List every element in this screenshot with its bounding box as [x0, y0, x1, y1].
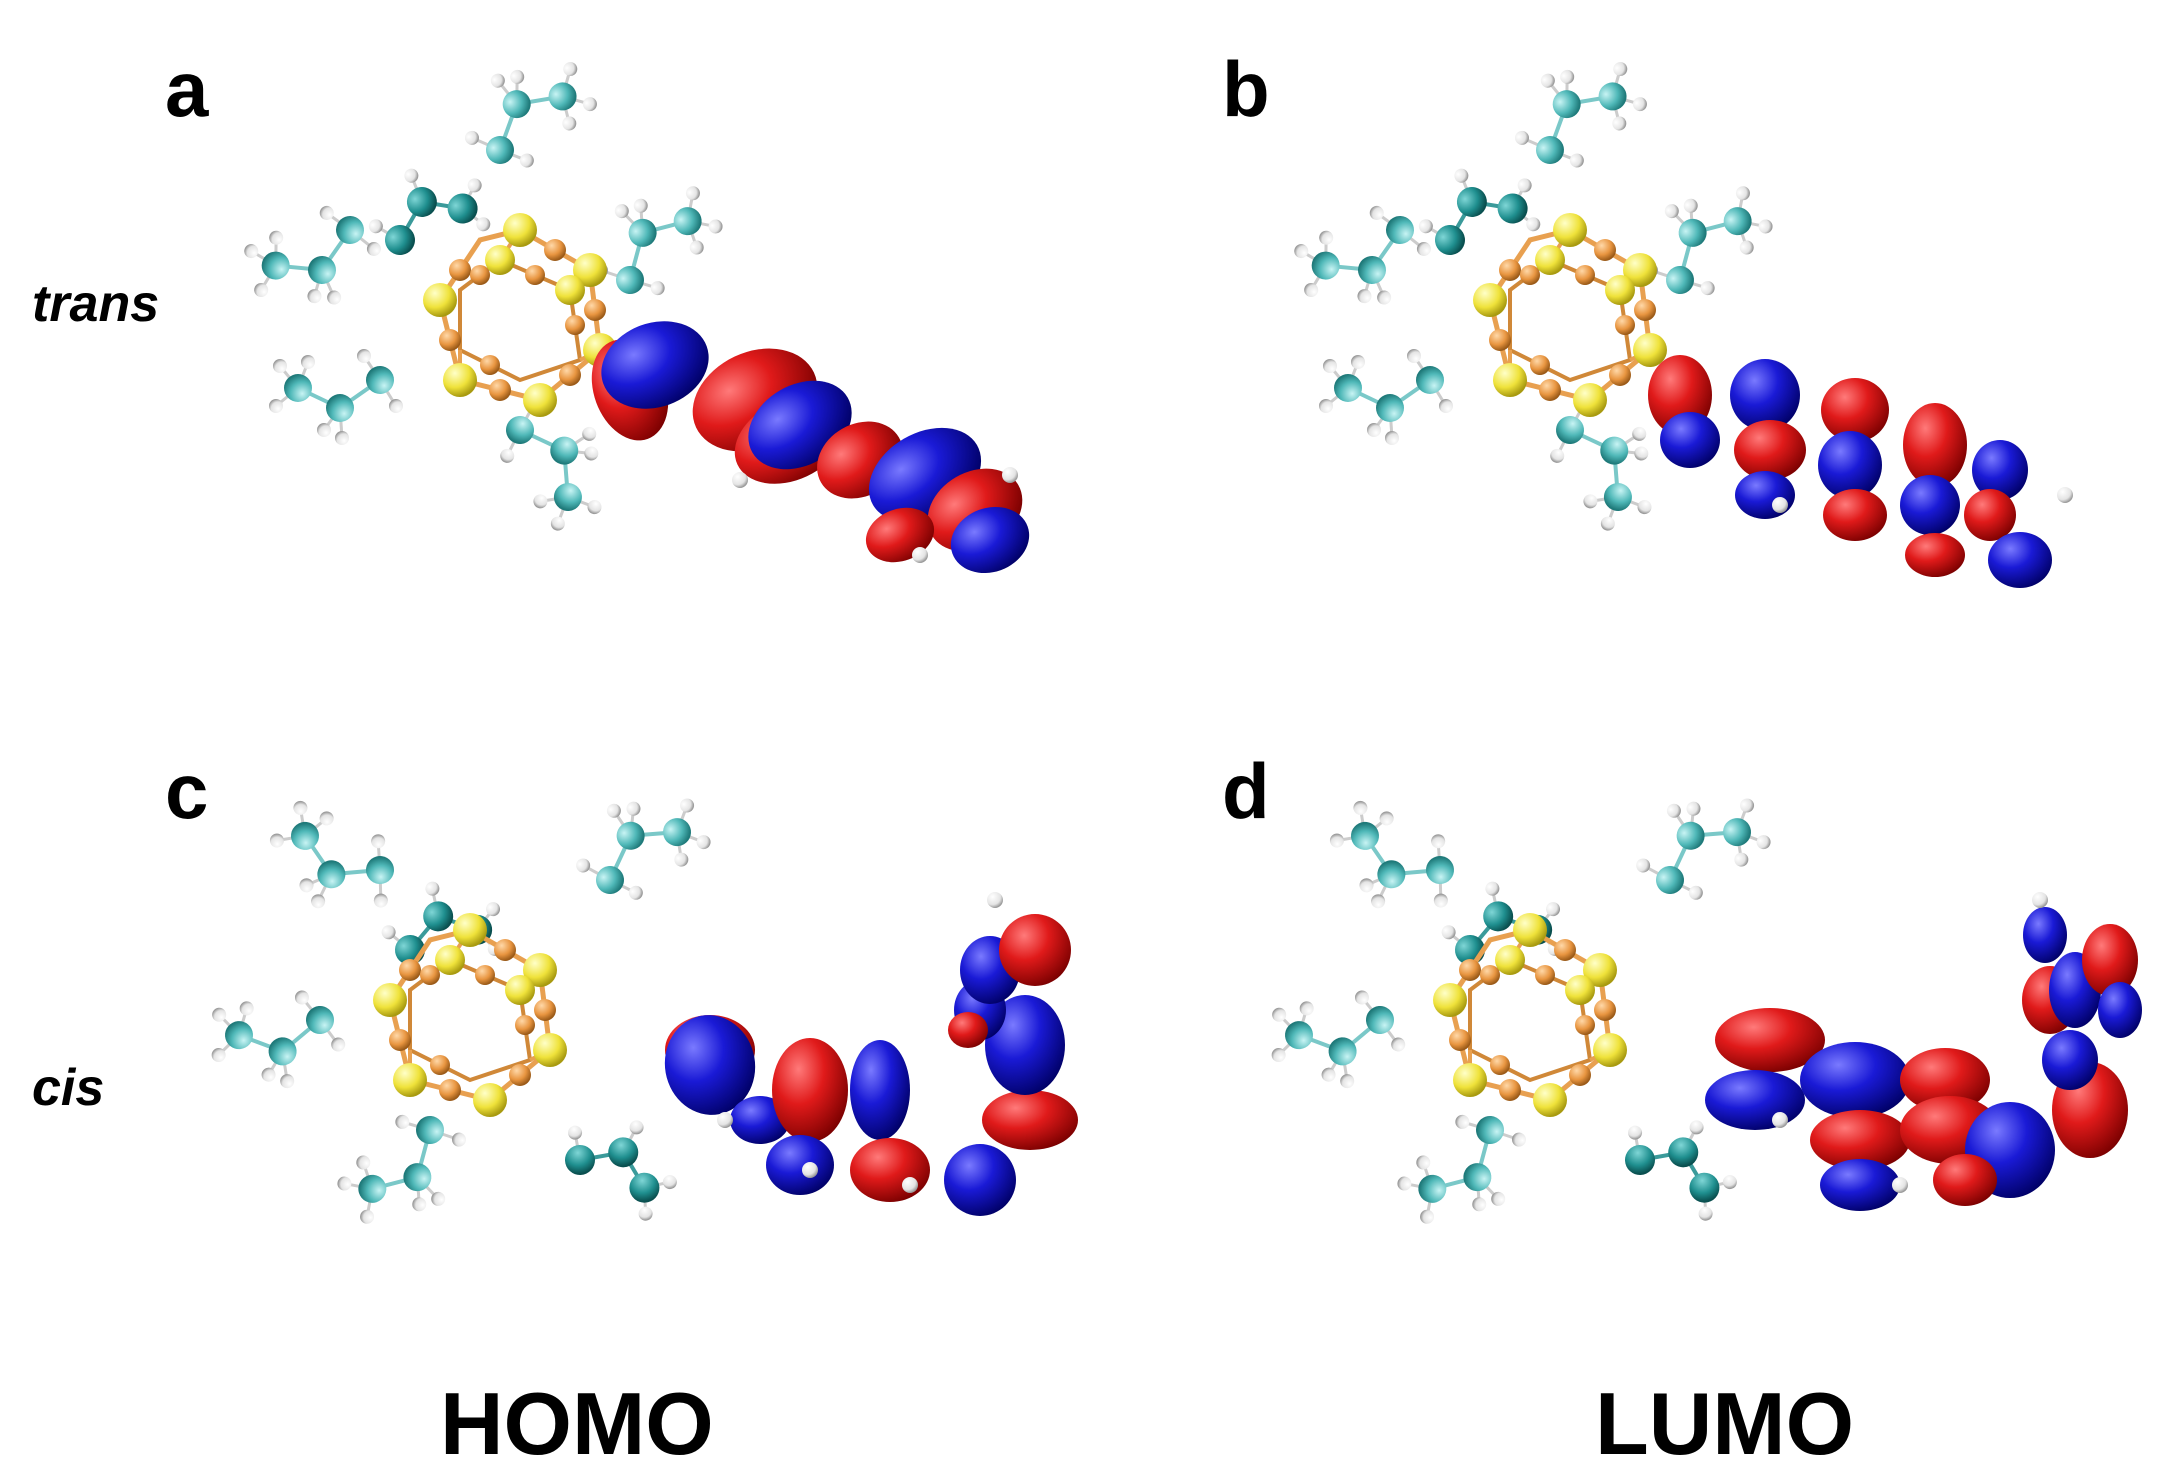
panel-a-homo-orbital — [591, 321, 1030, 574]
panel-label-c: c — [165, 747, 209, 835]
panel-c-homo-orbital — [664, 892, 1078, 1216]
column-label-homo: HOMO — [440, 1374, 714, 1473]
panel-c-molecule — [204, 766, 1078, 1254]
panel-a-molecule — [233, 31, 1030, 574]
row-label-trans: trans — [32, 275, 160, 333]
row-label-cis: cis — [32, 1059, 105, 1117]
panel-c-framework — [204, 766, 724, 1254]
panel-d-framework — [1264, 766, 1784, 1254]
panel-b-molecule — [1283, 31, 2073, 588]
panel-label-d: d — [1222, 747, 1270, 835]
panel-a-framework — [233, 31, 737, 544]
panel-b-framework — [1283, 31, 1787, 544]
panel-b-lumo-orbital — [1648, 355, 2073, 588]
panel-label-a: a — [165, 45, 209, 133]
column-label-lumo: LUMO — [1595, 1374, 1855, 1473]
panel-label-b: b — [1222, 45, 1270, 133]
panel-d-lumo-orbital — [1705, 892, 2142, 1211]
panel-d-molecule — [1264, 766, 2142, 1254]
